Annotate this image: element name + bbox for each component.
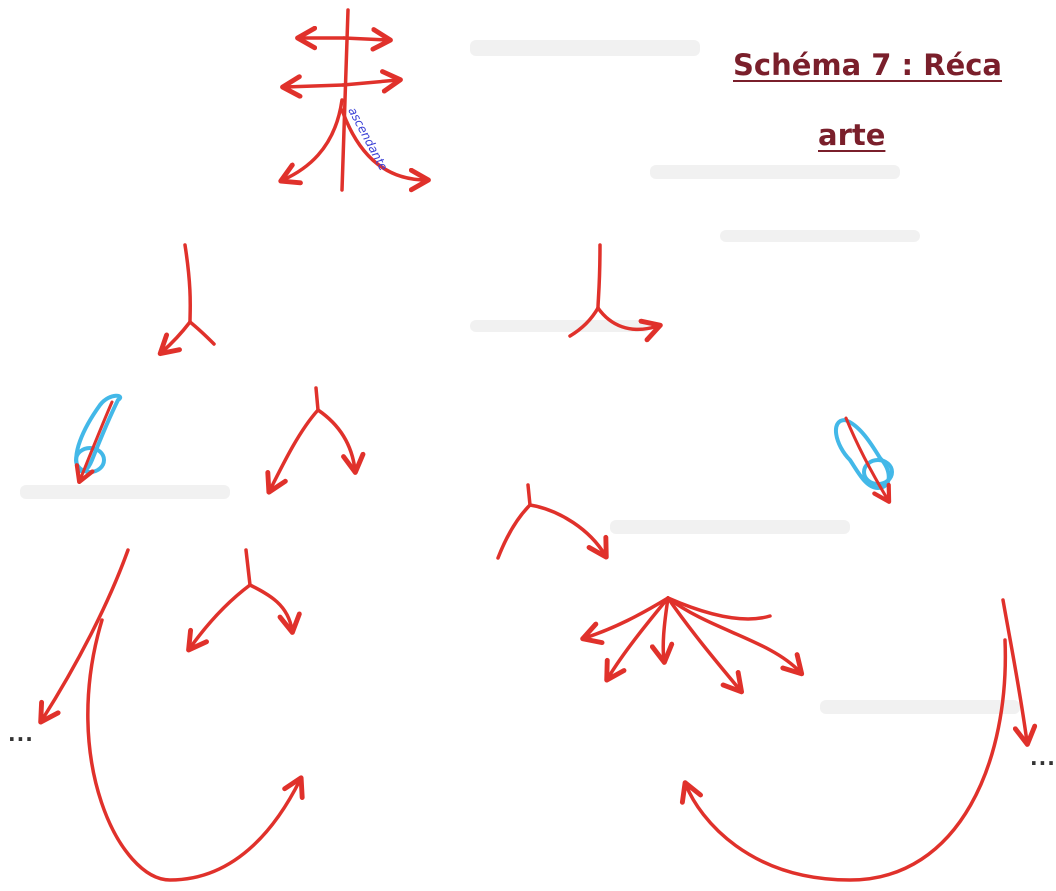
diagram-title-line-1: Schéma 7 : Réca [733,48,1003,82]
left-bifurcation [157,243,216,357]
center-inverted-v [496,483,609,560]
center-left-inverted-v [265,386,366,495]
right-bifurcation [568,243,663,343]
left-loop [38,548,305,882]
diagram-title-line-2: arte [818,118,886,152]
lower-center-fan [580,596,805,695]
aorta-top-branches [278,8,431,193]
ascending-handwritten-label: ascendante [345,105,390,173]
continuation-ellipsis-right: ... [1030,746,1056,770]
left-highlighted-vessel [74,393,122,485]
continuation-ellipsis-left: ... [8,722,34,746]
right-loop [679,598,1038,882]
lower-left-bifurcation [186,548,302,653]
right-highlighted-vessel [834,416,894,504]
paper-background-texture [20,40,1020,714]
